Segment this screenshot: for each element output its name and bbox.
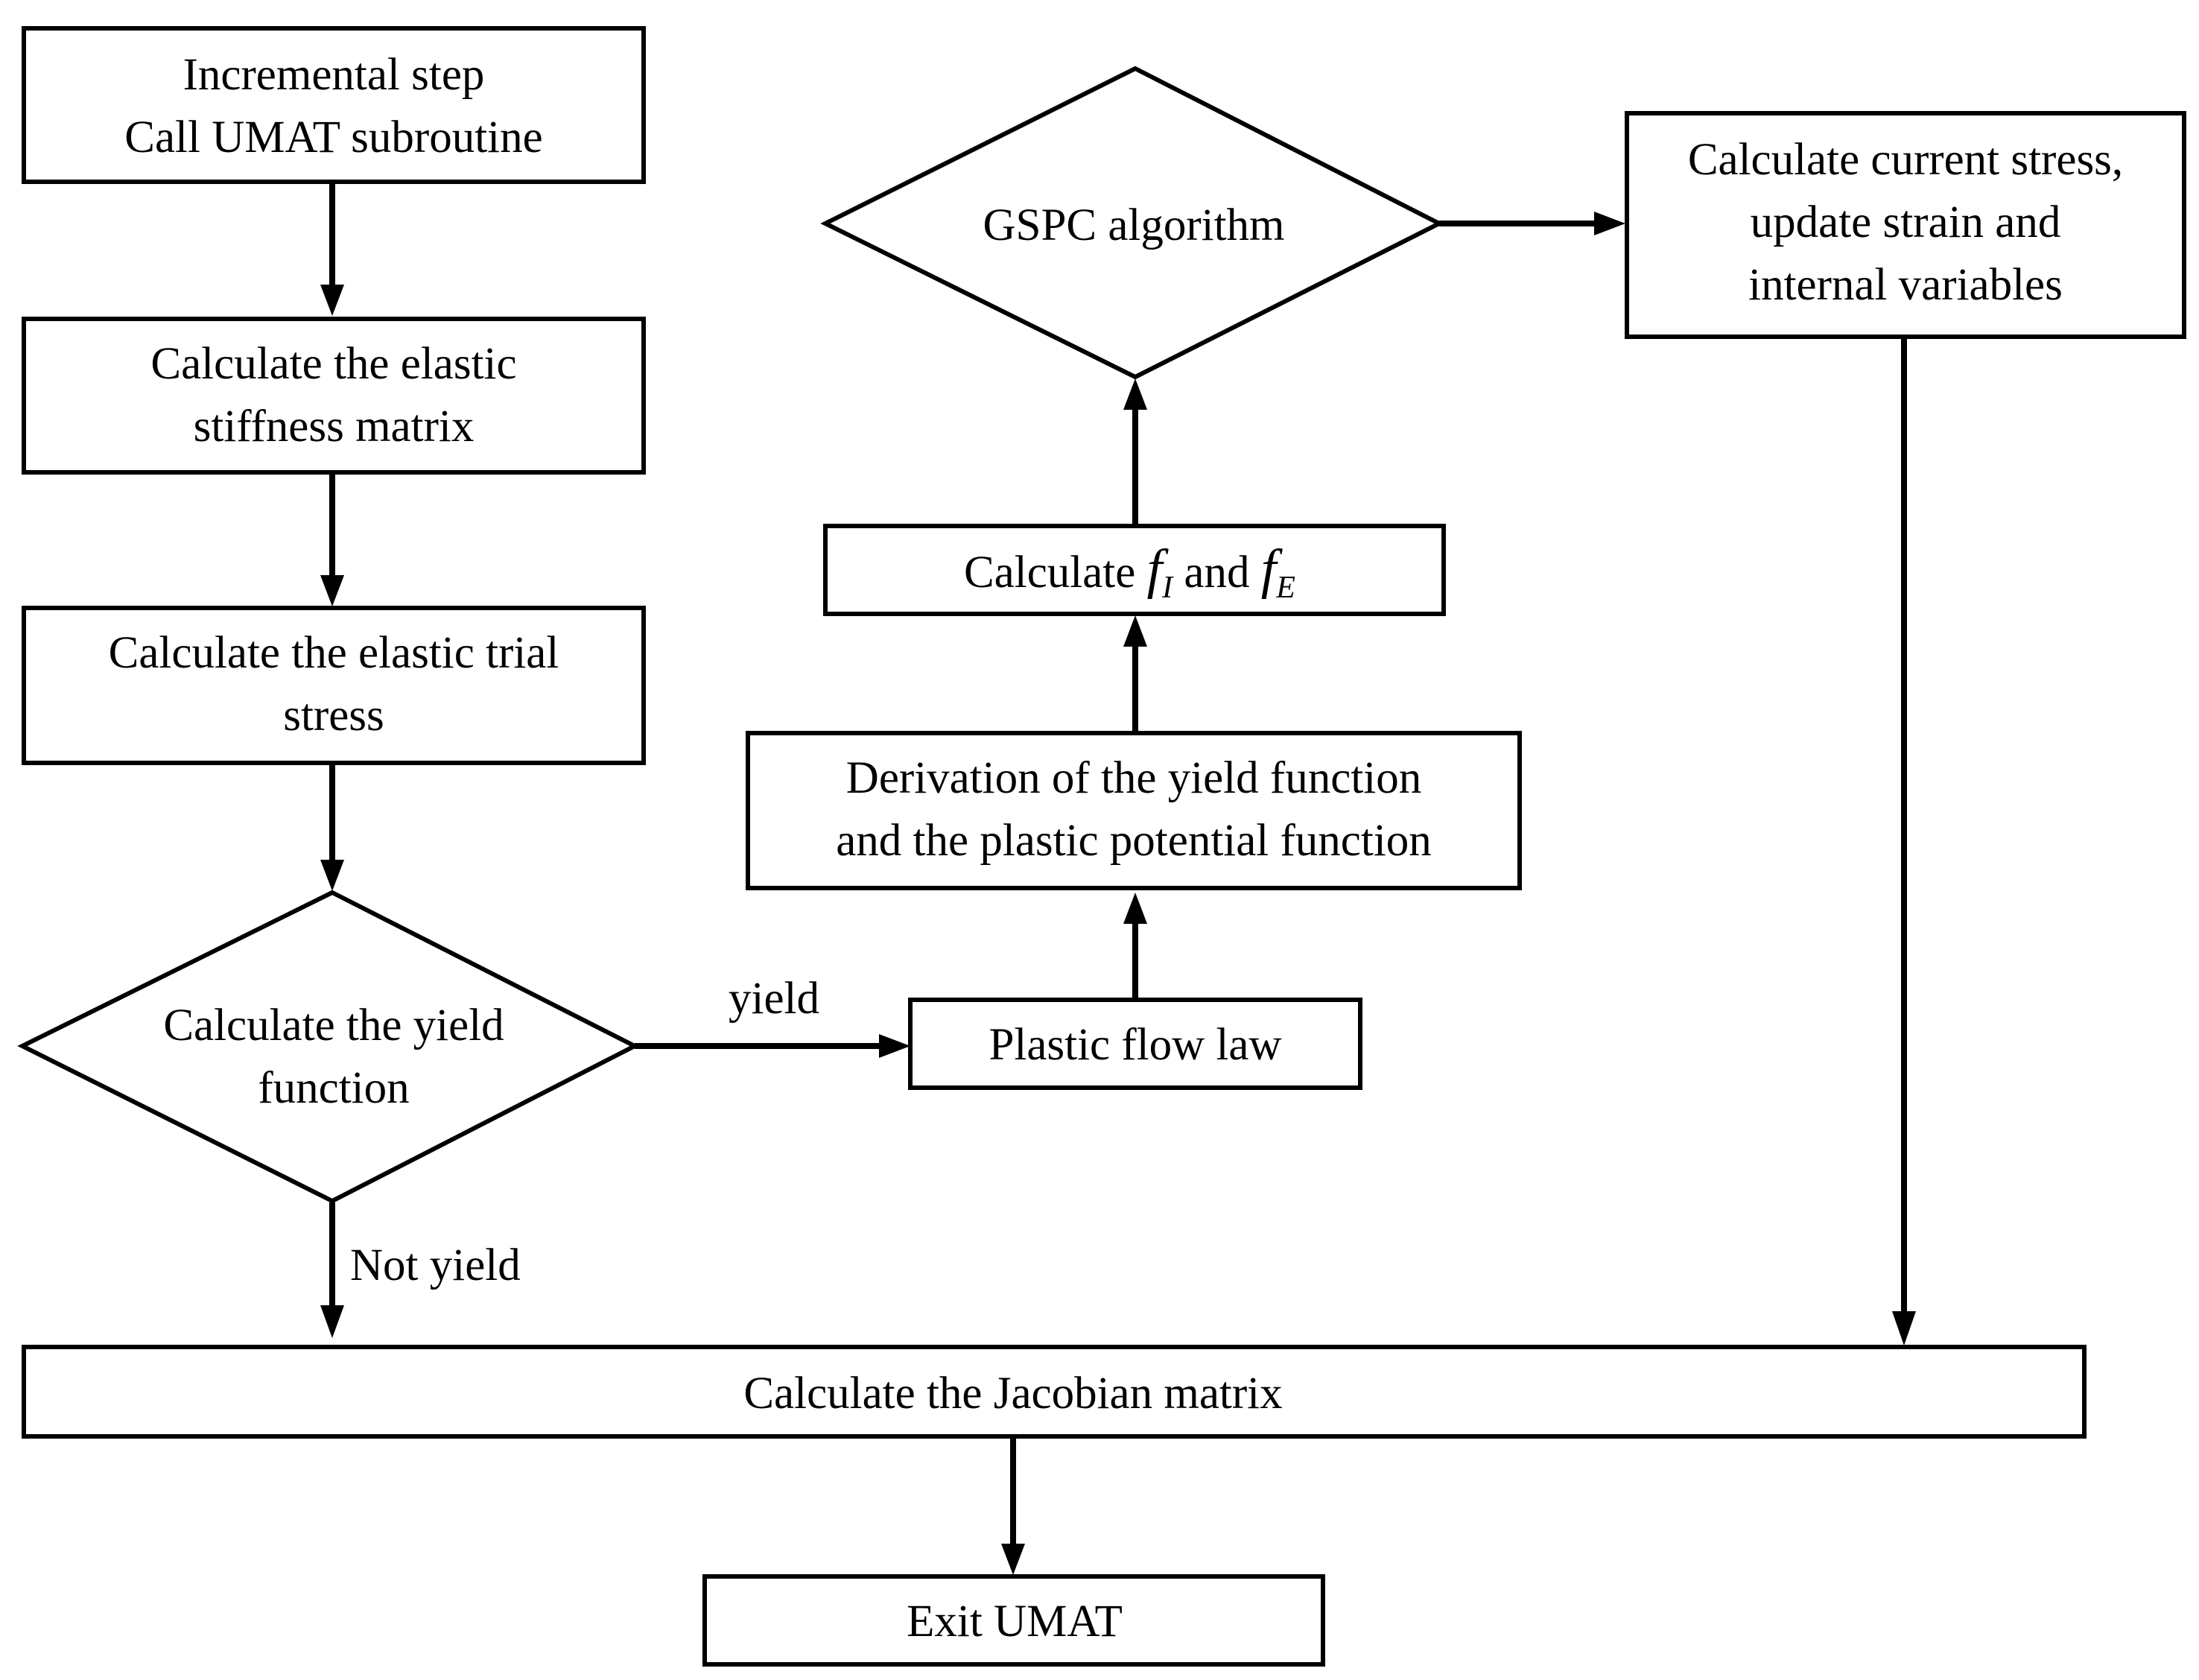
decision-gspc-algorithm: GSPC algorithm xyxy=(820,66,1444,380)
yield-decision-line2: function xyxy=(258,1063,409,1113)
arrowhead-calc-f xyxy=(1123,615,1147,647)
yield-decision-line1: Calculate the yield xyxy=(163,1001,504,1050)
node-exit-umat: Exit UMAT xyxy=(702,1574,1325,1667)
arrowhead-yield-decision xyxy=(320,860,344,891)
exit-umat-text: Exit UMAT xyxy=(907,1597,1123,1646)
current-stress-line2: update strain and xyxy=(1751,197,2061,247)
node-elastic-stiffness: Calculate the elastic stiffness matrix xyxy=(22,317,646,475)
arrowhead-exit xyxy=(1001,1544,1025,1575)
node-incremental-step: Incremental step Call UMAT subroutine xyxy=(22,26,646,184)
incremental-step-line2: Call UMAT subroutine xyxy=(124,112,542,162)
arrowhead-gspc xyxy=(1123,378,1147,410)
incremental-step-line1: Incremental step xyxy=(183,50,485,100)
arrowhead-derivation xyxy=(1123,893,1147,924)
node-current-stress: Calculate current stress, update strain … xyxy=(1625,111,2186,339)
current-stress-line3: internal variables xyxy=(1748,260,2063,310)
arrowhead-jacobian-right xyxy=(1892,1311,1916,1345)
derivation-line2: and the plastic potential function xyxy=(836,816,1432,866)
gspc-algorithm-text: GSPC algorithm xyxy=(983,200,1284,250)
calculate-f-text: Calculate fI and fE xyxy=(964,539,1295,605)
arrowhead-trial xyxy=(320,575,344,606)
arrowhead-plastic-flow xyxy=(879,1034,910,1058)
node-plastic-flow-law: Plastic flow law xyxy=(908,998,1362,1090)
jacobian-text: Calculate the Jacobian matrix xyxy=(743,1369,1282,1419)
derivation-line1: Derivation of the yield function xyxy=(846,753,1421,803)
arrowhead-jacobian-left xyxy=(320,1305,344,1338)
arrowhead-stiffness xyxy=(320,285,344,316)
calculate-f-middle: and xyxy=(1173,548,1261,597)
calculate-f-sub1: I xyxy=(1161,571,1174,605)
node-jacobian: Calculate the Jacobian matrix xyxy=(22,1345,2087,1439)
elastic-trial-stress-line1: Calculate the elastic trial xyxy=(109,628,559,678)
decision-yield-function: Calculate the yield function xyxy=(17,890,640,1204)
calculate-f-sub2: E xyxy=(1275,571,1295,605)
plastic-flow-law-text: Plastic flow law xyxy=(989,1020,1281,1070)
calculate-f-prefix: Calculate xyxy=(964,548,1147,597)
elastic-stiffness-line1: Calculate the elastic xyxy=(150,339,516,389)
edge-label-not-yield: Not yield xyxy=(350,1240,521,1290)
edge-label-yield: yield xyxy=(729,974,819,1024)
arrowhead-current-stress xyxy=(1594,212,1625,235)
elastic-stiffness-line2: stiffness matrix xyxy=(194,402,475,451)
elastic-trial-stress-line2: stress xyxy=(283,691,384,741)
connectors xyxy=(320,183,1916,1575)
node-derivation: Derivation of the yield function and the… xyxy=(746,731,1522,890)
node-elastic-trial-stress: Calculate the elastic trial stress xyxy=(22,606,646,765)
node-calculate-f: Calculate fI and fE xyxy=(823,524,1446,616)
current-stress-line1: Calculate current stress, xyxy=(1688,135,2123,185)
